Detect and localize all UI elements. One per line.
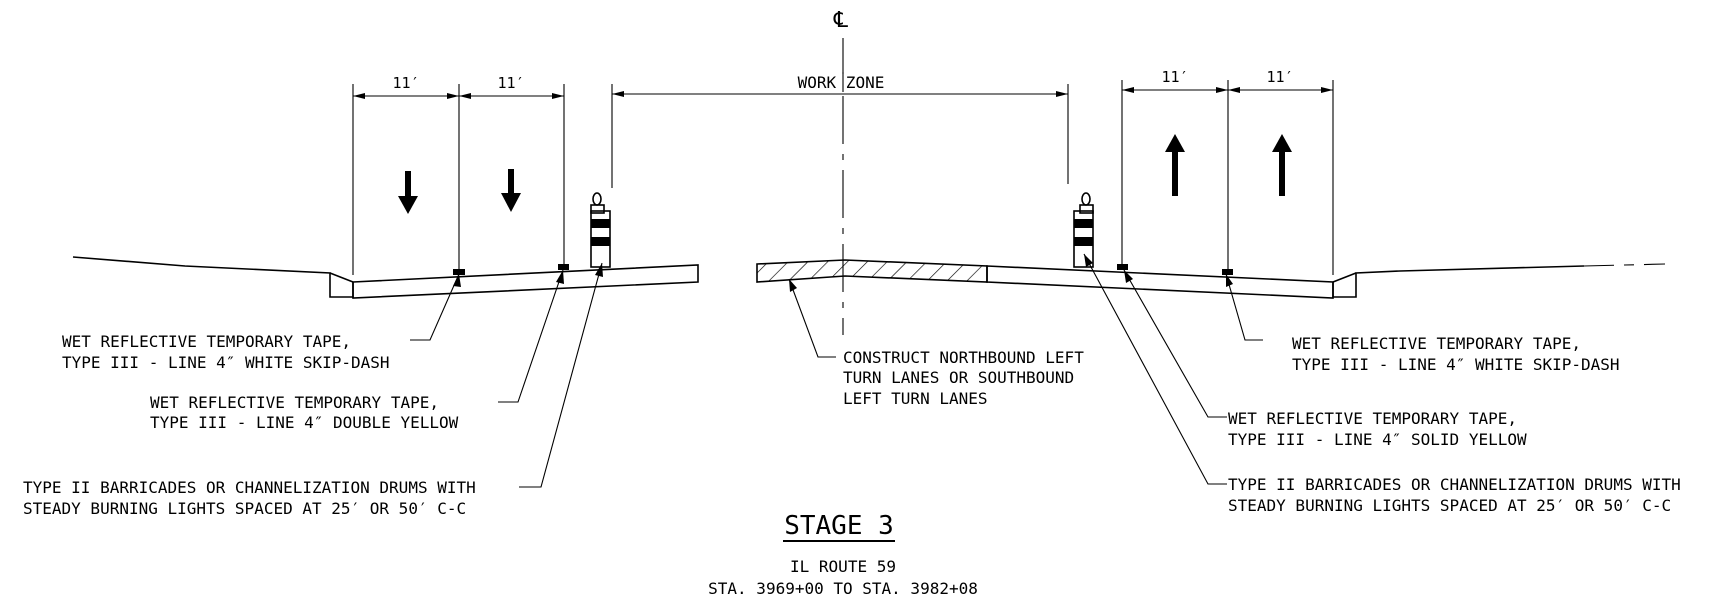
route-name: IL ROUTE 59 [790, 557, 896, 576]
leader-lines [410, 253, 1263, 488]
svg-text:STEADY BURNING LIGHTS SPACED A: STEADY BURNING LIGHTS SPACED AT 25′ OR 5… [23, 499, 466, 518]
work-zone-label: WORK ZONE [798, 73, 885, 92]
centerline: ℄ [833, 8, 849, 335]
left-skip-dash-tape [453, 269, 465, 275]
work-zone-dimension: WORK ZONE [611, 72, 1069, 188]
left-ground-line [72, 256, 354, 298]
right-channelization-drum [1073, 192, 1094, 268]
left-double-yellow-tape [558, 264, 569, 270]
svg-text:WET REFLECTIVE TEMPORARY TAPE,: WET REFLECTIVE TEMPORARY TAPE, [1228, 409, 1517, 428]
northbound-arrow-1 [1165, 134, 1185, 196]
callout-construct-turn-lanes: CONSTRUCT NORTHBOUND LEFT TURN LANES OR … [843, 348, 1084, 408]
svg-text:WET REFLECTIVE TEMPORARY TAPE,: WET REFLECTIVE TEMPORARY TAPE, [150, 393, 439, 412]
callout-right-barricades: TYPE II BARRICADES OR CHANNELIZATION DRU… [1228, 475, 1681, 515]
callout-right-solid-yellow: WET REFLECTIVE TEMPORARY TAPE, TYPE III … [1228, 409, 1527, 449]
right-lane-dimensions: 11′ 11′ [1121, 68, 1334, 275]
centerline-symbol: ℄ [833, 8, 849, 33]
left-lane-width-2: 11′ [497, 74, 524, 92]
northbound-arrow-2 [1272, 134, 1292, 196]
right-pavement [986, 265, 1334, 299]
svg-text:TYPE II BARRICADES OR CHANNELI: TYPE II BARRICADES OR CHANNELIZATION DRU… [23, 478, 476, 497]
right-ground-line [1332, 263, 1666, 298]
right-lane-width-2: 11′ [1266, 68, 1293, 86]
callout-left-skip-dash: WET REFLECTIVE TEMPORARY TAPE, TYPE III … [62, 332, 390, 372]
right-skip-dash-tape [1222, 269, 1233, 275]
center-construction-slab [756, 259, 988, 283]
svg-text:WET REFLECTIVE TEMPORARY TAPE,: WET REFLECTIVE TEMPORARY TAPE, [62, 332, 351, 351]
southbound-arrow-2 [501, 169, 521, 212]
title-block: STAGE 3 IL ROUTE 59 STA. 3969+00 TO STA.… [708, 511, 978, 598]
svg-text:TYPE III - LINE 4″ DOUBLE YEL: TYPE III - LINE 4″ DOUBLE YELLOW [150, 413, 459, 432]
left-lane-dimensions: 11′ 11′ [352, 74, 565, 275]
stage-title: STAGE 3 [784, 511, 894, 541]
callout-left-double-yellow: WET REFLECTIVE TEMPORARY TAPE, TYPE III … [150, 393, 459, 432]
svg-text:LEFT TURN LANES: LEFT TURN LANES [843, 389, 988, 408]
svg-text:TURN LANES OR SOUTHBOUND: TURN LANES OR SOUTHBOUND [843, 368, 1074, 387]
callout-left-barricades: TYPE II BARRICADES OR CHANNELIZATION DRU… [23, 478, 476, 518]
left-pavement [352, 264, 699, 299]
svg-text:TYPE III - LINE 4″ SOLID YELLO: TYPE III - LINE 4″ SOLID YELLOW [1228, 430, 1527, 449]
svg-text:STEADY BURNING LIGHTS SPACED A: STEADY BURNING LIGHTS SPACED AT 25′ OR 5… [1228, 496, 1671, 515]
southbound-arrow-1 [398, 171, 418, 214]
callout-right-skip-dash: WET REFLECTIVE TEMPORARY TAPE, TYPE III … [1292, 334, 1620, 374]
left-lane-width-1: 11′ [392, 74, 419, 92]
station-range: STA. 3969+00 TO STA. 3982+08 [708, 579, 978, 598]
right-lane-width-1: 11′ [1161, 68, 1188, 86]
left-channelization-drum [590, 192, 611, 268]
right-solid-yellow-tape [1117, 264, 1128, 270]
svg-text:TYPE II BARRICADES OR CHANNELI: TYPE II BARRICADES OR CHANNELIZATION DRU… [1228, 475, 1681, 494]
svg-text:CONSTRUCT NORTHBOUND LEFT: CONSTRUCT NORTHBOUND LEFT [843, 348, 1084, 367]
svg-text:TYPE III - LINE 4″ WHITE SKIP-: TYPE III - LINE 4″ WHITE SKIP-DASH [1292, 355, 1620, 374]
svg-text:WET REFLECTIVE TEMPORARY TAPE,: WET REFLECTIVE TEMPORARY TAPE, [1292, 334, 1581, 353]
svg-text:TYPE III - LINE 4″ WHITE SKIP-: TYPE III - LINE 4″ WHITE SKIP-DASH [62, 353, 390, 372]
